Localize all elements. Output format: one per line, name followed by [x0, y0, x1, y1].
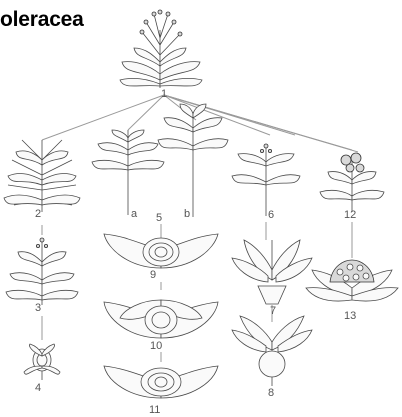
plant-4	[24, 344, 60, 380]
plant-7	[232, 240, 312, 304]
label-13: 13	[344, 310, 356, 322]
plant-8	[232, 316, 312, 386]
plant-11	[104, 366, 218, 398]
label-5: 5	[156, 212, 162, 224]
plant-10	[104, 300, 218, 338]
label-1: 1	[161, 88, 167, 100]
label-7: 7	[270, 305, 276, 317]
label-10: 10	[150, 340, 162, 352]
label-b: b	[184, 208, 190, 220]
plant-12	[320, 153, 384, 212]
plant-2	[4, 140, 80, 212]
label-9: 9	[150, 269, 156, 281]
label-12: 12	[344, 209, 356, 221]
plant-3	[6, 238, 78, 305]
plant-1	[120, 10, 202, 88]
plant-13	[306, 260, 398, 301]
label-4: 4	[35, 382, 41, 394]
label-6: 6	[268, 209, 274, 221]
label-a: a	[131, 208, 138, 220]
plant-a	[92, 130, 164, 215]
plant-9	[104, 234, 218, 268]
label-3: 3	[35, 302, 41, 314]
plant-b	[158, 104, 228, 217]
plant-6	[232, 144, 300, 216]
label-11: 11	[149, 404, 160, 416]
label-2: 2	[35, 208, 41, 220]
label-8: 8	[268, 387, 274, 399]
